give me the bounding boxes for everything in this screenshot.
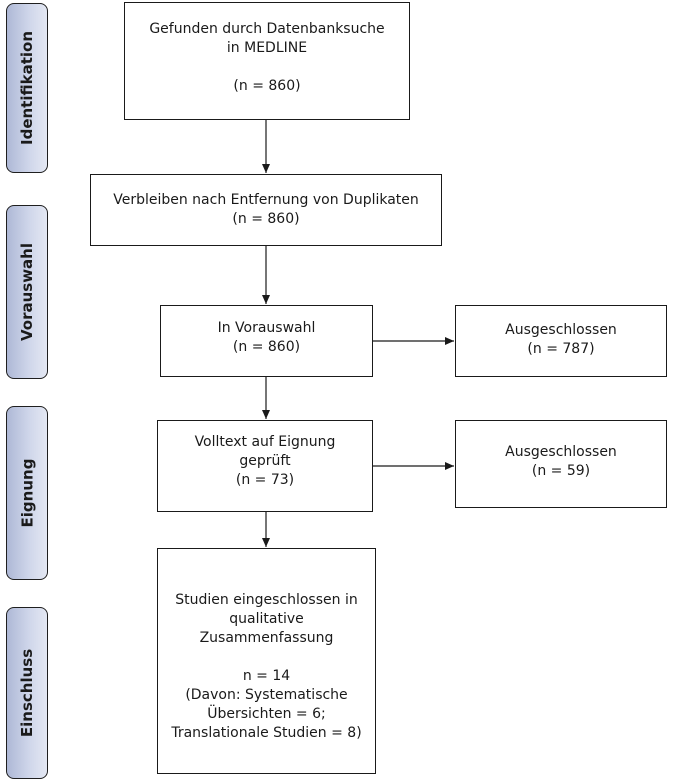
box-duplikate-count: (n = 860) [232, 211, 300, 227]
box-duplikate: Verbleiben nach Entfernung von Duplikate… [90, 174, 442, 246]
box-datenbanksuche-line2: in MEDLINE [226, 40, 308, 56]
box-ausgeschlossen-1: Ausgeschlossen (n = 787) [455, 305, 667, 377]
box-volltext: Volltext auf Eignung geprüft (n = 73) [157, 420, 373, 512]
box-ausgeschlossen-1-line1: Ausgeschlossen [505, 322, 617, 338]
box-datenbanksuche: Gefunden durch Datenbanksuche in MEDLINE… [124, 2, 410, 120]
box-ausgeschlossen-1-count: (n = 787) [527, 341, 595, 357]
stage-eignung-label: Eignung [18, 458, 36, 528]
box-vorauswahl-count: (n = 860) [232, 339, 301, 355]
box-eingeschlossen-line1: Studien eingeschlossen in [175, 592, 358, 608]
box-vorauswahl: In Vorauswahl (n = 860) [160, 305, 373, 377]
box-ausgeschlossen-2: Ausgeschlossen (n = 59) [455, 420, 667, 508]
box-eingeschlossen-detail3: Translationale Studien = 8) [171, 725, 362, 741]
stage-identifikation: Identifikation [6, 3, 48, 173]
stage-vorauswahl: Vorauswahl [6, 205, 48, 379]
stage-eignung: Eignung [6, 406, 48, 580]
box-eingeschlossen-line2: qualitative [229, 611, 304, 627]
box-eingeschlossen-count: n = 14 [242, 668, 291, 684]
box-datenbanksuche-line1: Gefunden durch Datenbanksuche [149, 21, 385, 37]
box-duplikate-line1: Verbleiben nach Entfernung von Duplikate… [113, 192, 419, 208]
box-volltext-count: (n = 73) [235, 472, 295, 488]
box-datenbanksuche-count: (n = 860) [233, 78, 301, 94]
stage-einschluss-label: Einschluss [18, 648, 36, 738]
stage-identifikation-label: Identifikation [18, 31, 36, 145]
box-eingeschlossen-detail2: Übersichten = 6; [207, 706, 326, 722]
box-volltext-line2: geprüft [239, 453, 291, 469]
stage-einschluss: Einschluss [6, 607, 48, 779]
box-ausgeschlossen-2-count: (n = 59) [531, 463, 591, 479]
box-eingeschlossen-line3: Zusammenfassung [199, 630, 334, 646]
box-eingeschlossen-detail1: (Davon: Systematische [185, 687, 348, 703]
box-ausgeschlossen-2-line1: Ausgeschlossen [505, 444, 617, 460]
box-volltext-line1: Volltext auf Eignung [194, 434, 336, 450]
stage-vorauswahl-label: Vorauswahl [18, 242, 36, 342]
box-vorauswahl-line1: In Vorauswahl [217, 320, 316, 336]
box-eingeschlossen: Studien eingeschlossen in qualitative Zu… [157, 548, 376, 774]
